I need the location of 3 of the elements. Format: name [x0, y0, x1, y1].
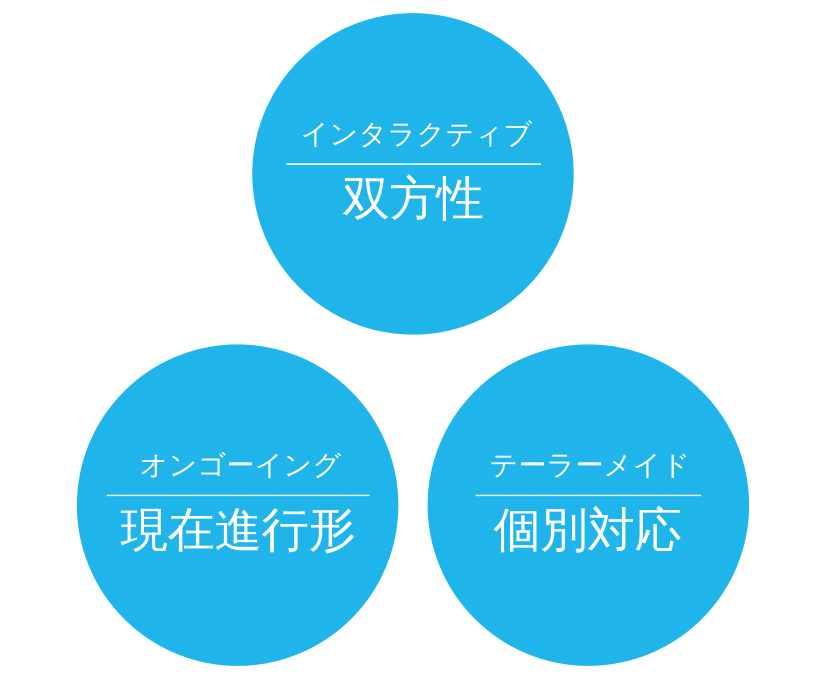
node-circle: オンゴーイング 現在進行形	[76, 344, 398, 666]
node-circle: テーラーメイド 個別対応	[427, 344, 749, 666]
node-circle: インタラクティブ 双方性	[252, 13, 574, 335]
